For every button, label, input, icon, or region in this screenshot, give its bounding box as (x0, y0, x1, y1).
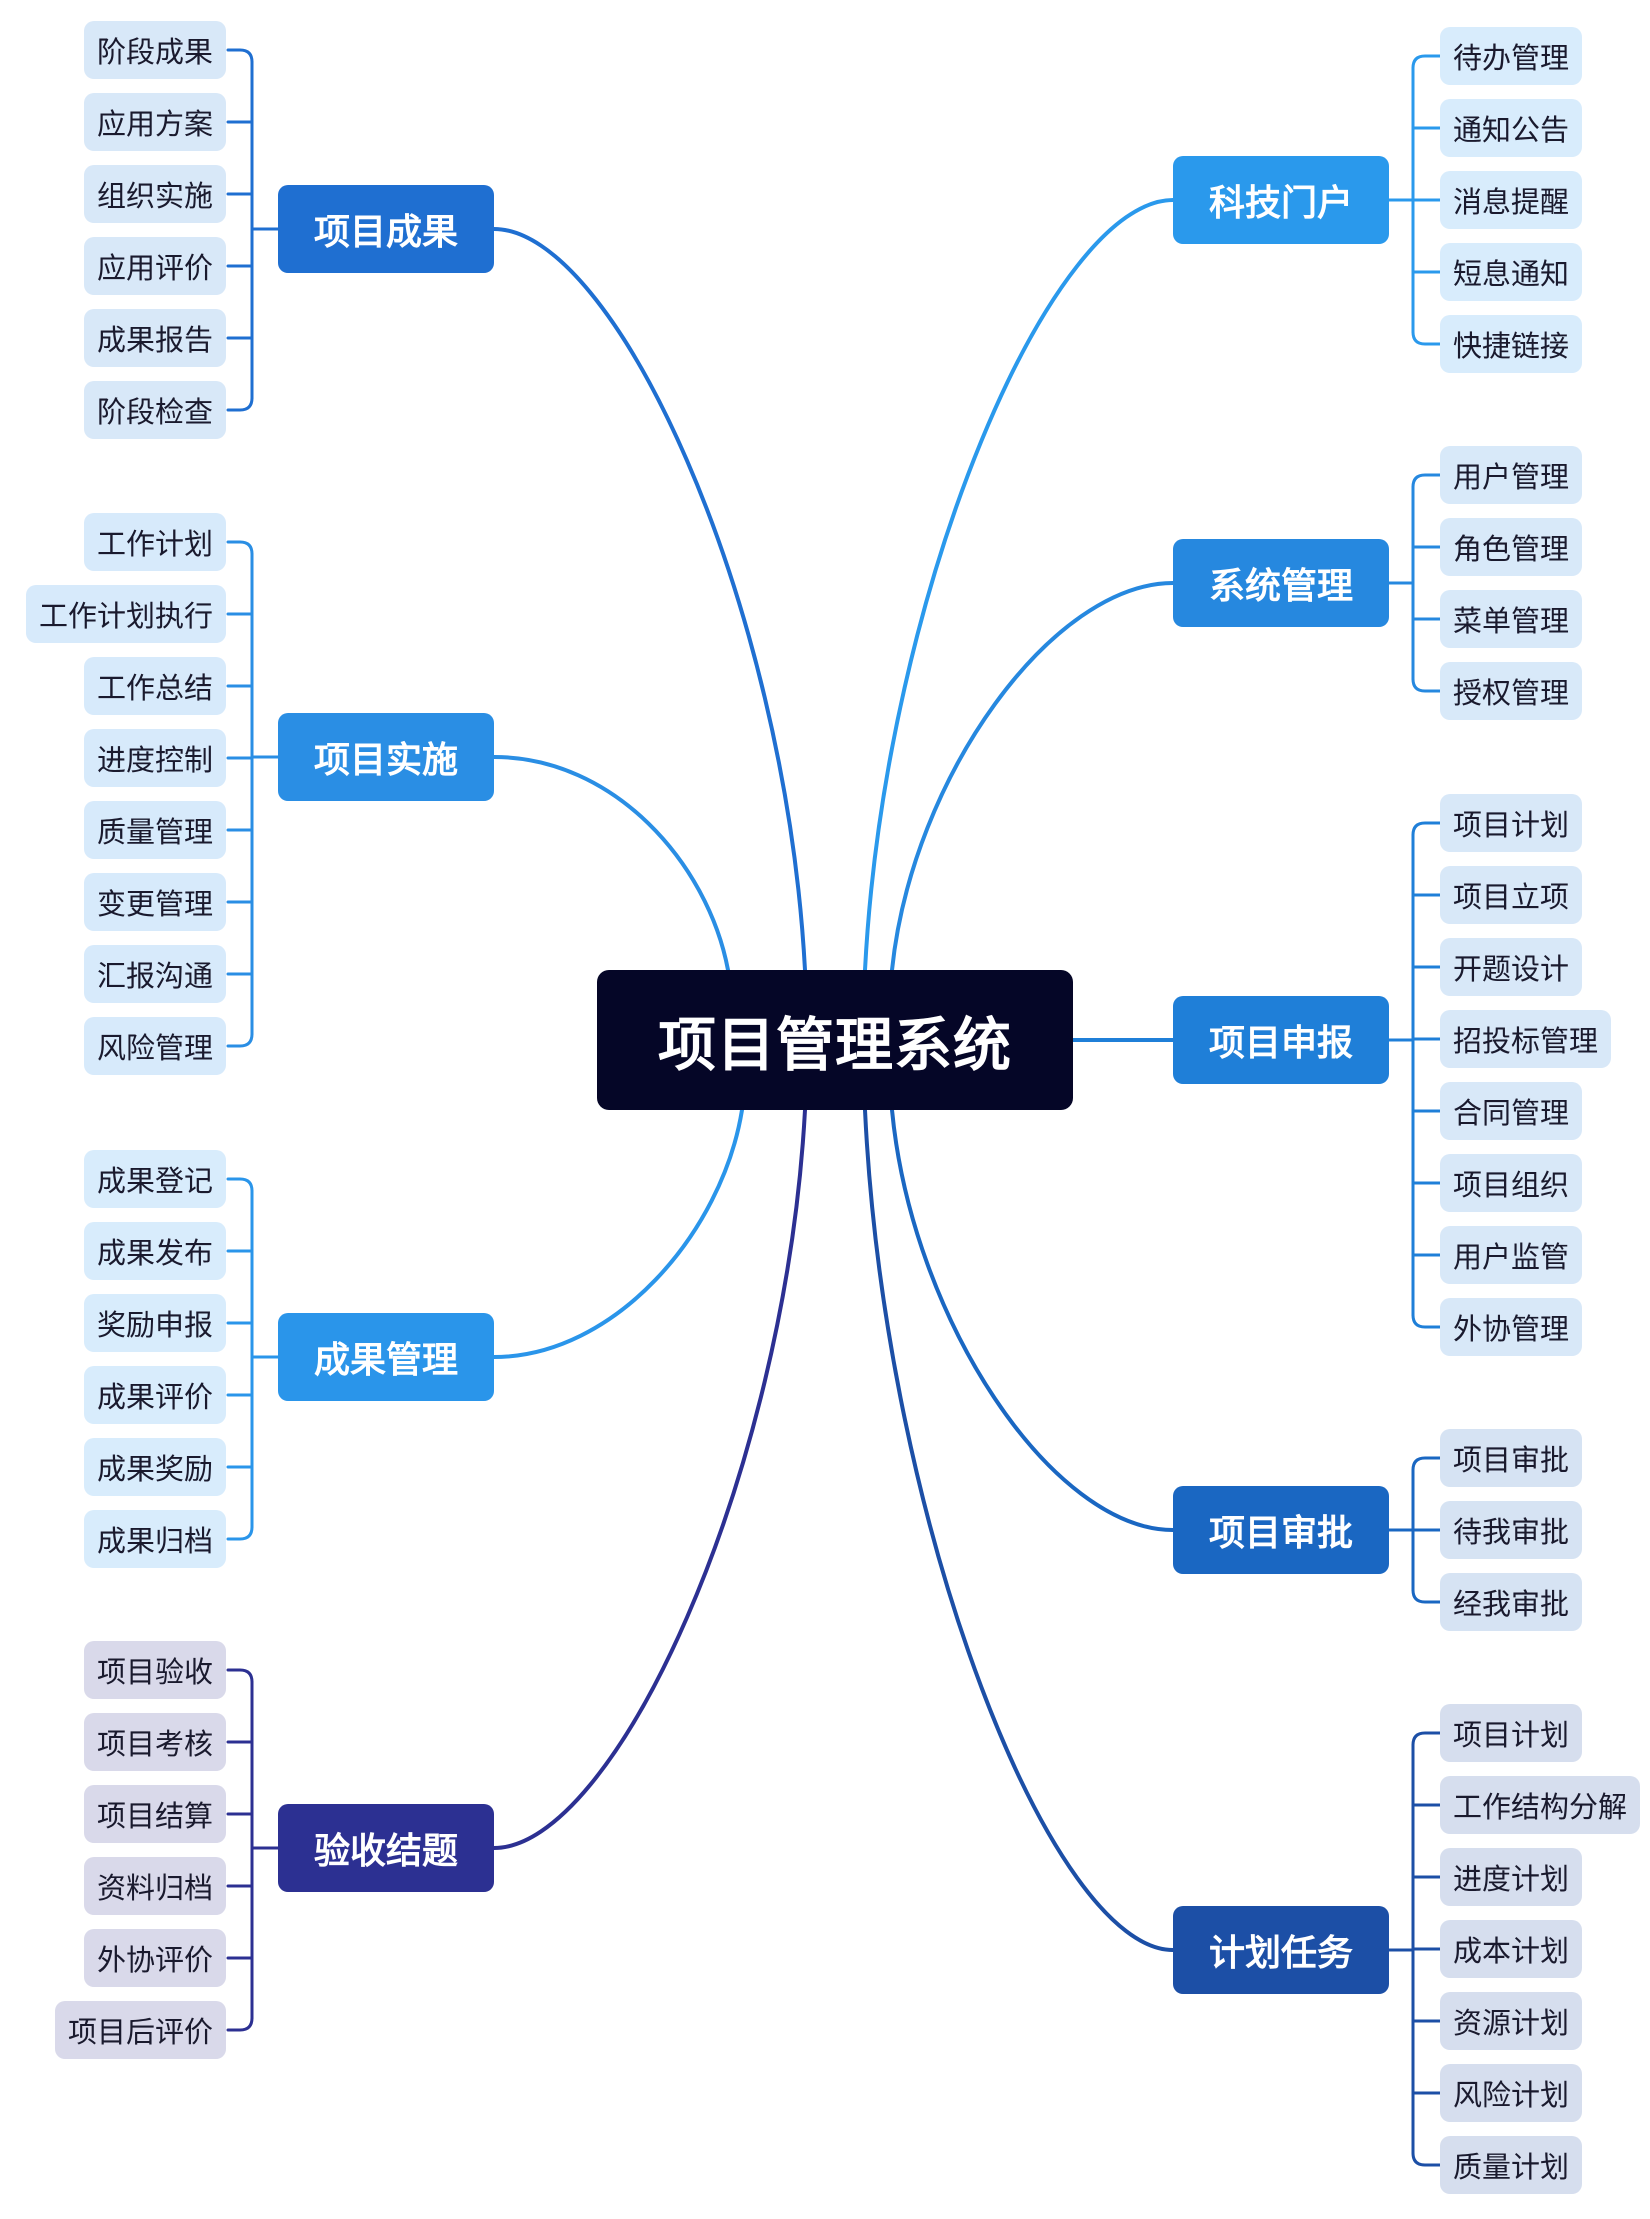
leaf-node[interactable]: 角色管理 (1440, 518, 1582, 576)
leaf-link (226, 396, 254, 412)
leaf-node[interactable]: 进度控制 (84, 729, 226, 787)
leaf-node[interactable]: 短息通知 (1440, 243, 1582, 301)
leaf-node[interactable]: 风险计划 (1440, 2064, 1582, 2122)
leaf-link (1411, 2151, 1442, 2167)
leaf-link (1411, 821, 1442, 837)
leaf-node[interactable]: 项目考核 (84, 1713, 226, 1771)
leaf-node[interactable]: 通知公告 (1440, 99, 1582, 157)
leaf-node[interactable]: 应用方案 (84, 93, 226, 151)
leaf-node[interactable]: 阶段成果 (84, 21, 226, 79)
branch-node[interactable]: 科技门户 (1173, 156, 1389, 244)
leaf-node[interactable]: 奖励申报 (84, 1294, 226, 1352)
leaf-node[interactable]: 成本计划 (1440, 1920, 1582, 1978)
branch-link (890, 1108, 1175, 1532)
branch-link (492, 227, 807, 972)
leaf-link (1411, 1588, 1442, 1604)
leaf-node[interactable]: 项目结算 (84, 1785, 226, 1843)
branch-node[interactable]: 项目实施 (278, 713, 494, 801)
leaf-node[interactable]: 汇报沟通 (84, 945, 226, 1003)
leaf-link (226, 1525, 254, 1541)
leaf-node[interactable]: 工作结构分解 (1440, 1776, 1640, 1834)
leaf-node[interactable]: 资料归档 (84, 1857, 226, 1915)
leaf-node[interactable]: 质量管理 (84, 801, 226, 859)
leaf-node[interactable]: 成果发布 (84, 1222, 226, 1280)
leaf-link (1411, 1456, 1442, 1472)
branch-link (863, 1108, 1175, 1952)
leaf-link (226, 1177, 254, 1193)
leaf-node[interactable]: 项目计划 (1440, 1704, 1582, 1762)
leaf-link (226, 48, 254, 64)
leaf-node[interactable]: 资源计划 (1440, 1992, 1582, 2050)
leaf-node[interactable]: 项目后评价 (55, 2001, 226, 2059)
leaf-node[interactable]: 工作计划 (84, 513, 226, 571)
leaf-link (1411, 330, 1442, 346)
leaf-link (1411, 1313, 1442, 1329)
branch-node[interactable]: 计划任务 (1173, 1906, 1389, 1994)
leaf-node[interactable]: 项目立项 (1440, 866, 1582, 924)
leaf-node[interactable]: 组织实施 (84, 165, 226, 223)
branch-node[interactable]: 项目成果 (278, 185, 494, 273)
branch-node[interactable]: 项目审批 (1173, 1486, 1389, 1574)
leaf-node[interactable]: 用户管理 (1440, 446, 1582, 504)
branch-link (492, 1108, 807, 1850)
leaf-node[interactable]: 授权管理 (1440, 662, 1582, 720)
leaf-node[interactable]: 用户监管 (1440, 1226, 1582, 1284)
leaf-link (1411, 677, 1442, 693)
branch-node[interactable]: 系统管理 (1173, 539, 1389, 627)
leaf-node[interactable]: 外协评价 (84, 1929, 226, 1987)
leaf-node[interactable]: 项目验收 (84, 1641, 226, 1699)
branch-link (492, 1108, 744, 1359)
leaf-node[interactable]: 待办管理 (1440, 27, 1582, 85)
leaf-node[interactable]: 招投标管理 (1440, 1010, 1611, 1068)
leaf-link (1411, 54, 1442, 70)
leaf-link (1411, 473, 1442, 489)
leaf-node[interactable]: 成果登记 (84, 1150, 226, 1208)
leaf-node[interactable]: 快捷链接 (1440, 315, 1582, 373)
leaf-link (226, 2016, 254, 2032)
leaf-node[interactable]: 菜单管理 (1440, 590, 1582, 648)
leaf-node[interactable]: 质量计划 (1440, 2136, 1582, 2194)
leaf-node[interactable]: 项目审批 (1440, 1429, 1582, 1487)
leaf-node[interactable]: 工作总结 (84, 657, 226, 715)
leaf-link (1411, 1731, 1442, 1747)
leaf-node[interactable]: 成果评价 (84, 1366, 226, 1424)
leaf-node[interactable]: 成果奖励 (84, 1438, 226, 1496)
leaf-node[interactable]: 阶段检查 (84, 381, 226, 439)
leaf-node[interactable]: 项目组织 (1440, 1154, 1582, 1212)
branch-node[interactable]: 项目申报 (1173, 996, 1389, 1084)
branch-link (863, 198, 1175, 972)
leaf-link (226, 1032, 254, 1048)
leaf-link (226, 540, 254, 556)
leaf-node[interactable]: 消息提醒 (1440, 171, 1582, 229)
leaf-node[interactable]: 成果归档 (84, 1510, 226, 1568)
branch-node[interactable]: 验收结题 (278, 1804, 494, 1892)
leaf-node[interactable]: 变更管理 (84, 873, 226, 931)
leaf-link (226, 1668, 254, 1684)
leaf-node[interactable]: 成果报告 (84, 309, 226, 367)
branch-node[interactable]: 成果管理 (278, 1313, 494, 1401)
branch-link (890, 581, 1175, 972)
branch-link (492, 755, 730, 972)
leaf-node[interactable]: 合同管理 (1440, 1082, 1582, 1140)
root-node[interactable]: 项目管理系统 (597, 970, 1073, 1110)
leaf-node[interactable]: 经我审批 (1440, 1573, 1582, 1631)
leaf-node[interactable]: 项目计划 (1440, 794, 1582, 852)
leaf-node[interactable]: 工作计划执行 (26, 585, 226, 643)
leaf-node[interactable]: 风险管理 (84, 1017, 226, 1075)
leaf-node[interactable]: 开题设计 (1440, 938, 1582, 996)
leaf-node[interactable]: 进度计划 (1440, 1848, 1582, 1906)
leaf-node[interactable]: 外协管理 (1440, 1298, 1582, 1356)
leaf-node[interactable]: 待我审批 (1440, 1501, 1582, 1559)
leaf-node[interactable]: 应用评价 (84, 237, 226, 295)
